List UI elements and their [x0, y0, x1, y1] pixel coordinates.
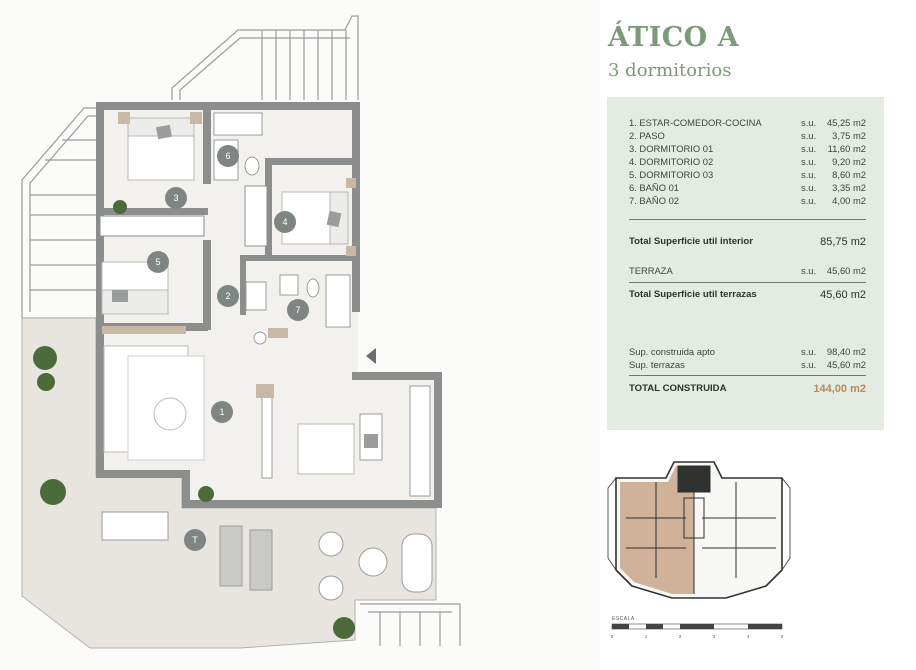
unit-title: ÁTICO A: [608, 22, 740, 53]
marker-7: 7: [295, 305, 300, 315]
scale-tick: 0: [611, 634, 614, 639]
upper-balcony: [171, 15, 359, 100]
bed-3: [118, 112, 202, 181]
divider: [629, 375, 866, 376]
marker-T: T: [192, 535, 198, 545]
unit-subtitle: 3 dormitorios: [608, 60, 732, 81]
divider: [629, 282, 866, 283]
lower-balcony: [360, 603, 461, 646]
scale-tick: 5: [781, 634, 784, 639]
bench: [102, 326, 186, 334]
marker-2: 2: [225, 291, 230, 301]
scale-label: ESCALA: [612, 616, 635, 622]
key-plan: [607, 461, 791, 599]
divider: [629, 219, 866, 220]
marker-5: 5: [155, 257, 160, 267]
wardrobe-2: [244, 185, 268, 247]
key-plan-highlight: [620, 466, 694, 594]
terrace-furniture: [101, 511, 433, 601]
scale-bar: 0 1 2 3 4 5: [611, 623, 784, 639]
scale-tick: 2: [679, 634, 682, 639]
bed-5: [101, 261, 169, 315]
walls: [96, 102, 442, 508]
marker-6: 6: [225, 151, 230, 161]
plants: [33, 200, 355, 639]
sofa: [103, 345, 205, 461]
wardrobe: [99, 215, 205, 237]
area-panel: 1. ESTAR-COMEDOR-COCINA s.u. 45,25 m2 2.…: [607, 97, 884, 430]
scale-tick: 4: [747, 634, 750, 639]
floor-plan: 1 2 3 4 5 6 7 T: [21, 15, 461, 649]
bath-2-fixtures: [245, 274, 351, 345]
marker-4: 4: [282, 217, 287, 227]
room-markers: 1 2 3 4 5 6 7 T: [147, 145, 309, 551]
marker-1: 1: [219, 407, 224, 417]
kitchen: [256, 384, 431, 497]
scale-tick: 1: [645, 634, 648, 639]
marker-3: 3: [173, 193, 178, 203]
scale-tick: 3: [713, 634, 716, 639]
entrance-arrow-icon: [366, 348, 376, 364]
